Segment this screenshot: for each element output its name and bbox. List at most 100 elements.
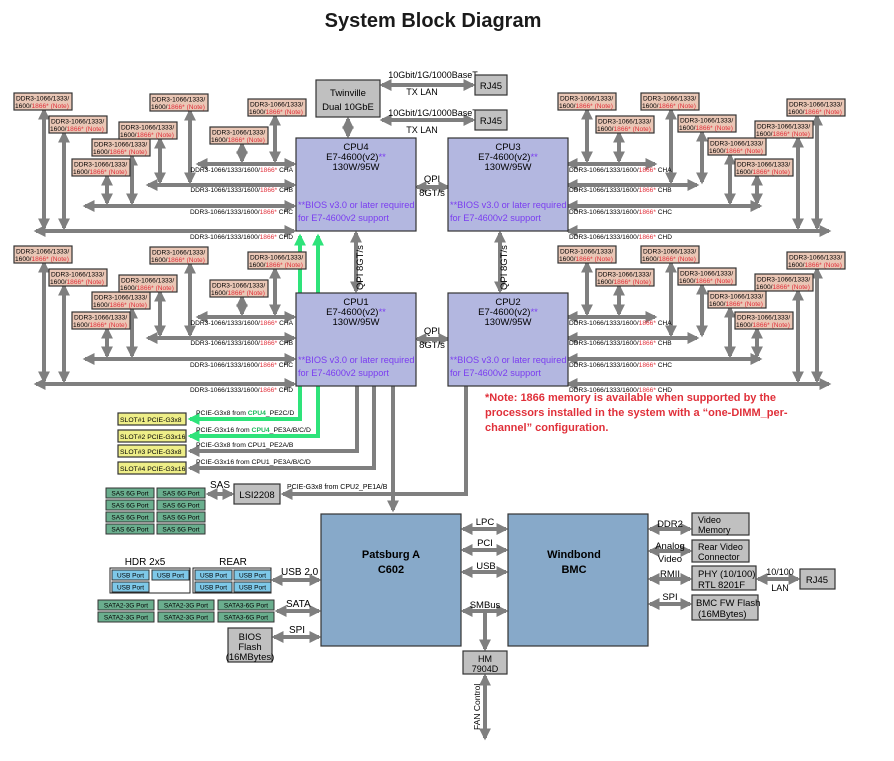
usb-rear-label: REAR <box>219 557 247 568</box>
ddr2-label: DDR2 <box>657 519 683 530</box>
svg-text:1600/1866* (Note): 1600/1866* (Note) <box>559 103 613 110</box>
pcie-link-slot4 <box>187 386 376 474</box>
svg-text:Video: Video <box>698 515 721 525</box>
svg-text:Memory: Memory <box>698 525 731 535</box>
dimm-slot: DDR3-1066/1333/1600/1866* (Note) <box>91 138 151 157</box>
svg-text:SLOT#3 PCIE-G3x8: SLOT#3 PCIE-G3x8 <box>120 449 182 456</box>
svg-text:SAS 6G Port: SAS 6G Port <box>111 503 148 510</box>
dimm-slot: DDR3-1066/1333/1600/1866* (Note) <box>118 121 178 140</box>
dimm-slot: DDR3-1066/1333/1600/1866* (Note) <box>149 246 209 265</box>
channel-label: DDR3-1066/1333/1600/1866* CHA <box>569 320 672 327</box>
svg-text:DDR3-1066/1333/: DDR3-1066/1333/ <box>121 125 174 132</box>
svg-text:**BIOS v3.0 or later required: **BIOS v3.0 or later required <box>450 355 566 365</box>
svg-text:USB Port: USB Port <box>239 585 266 592</box>
svg-text:1600/1866* (Note): 1600/1866* (Note) <box>73 169 127 176</box>
svg-text:for E7-4600v2 support: for E7-4600v2 support <box>298 213 389 223</box>
svg-text:1600/1866* (Note): 1600/1866* (Note) <box>151 257 205 264</box>
dimm-slot: DDR3-1066/1333/1600/1866* (Note) <box>734 311 794 330</box>
pch-block: Patsburg A C602 <box>320 513 462 647</box>
usb-bus-label: USB <box>476 561 496 572</box>
svg-text:C602: C602 <box>378 564 404 576</box>
page-title: System Block Diagram <box>325 10 542 32</box>
svg-text:1600/1866* (Note): 1600/1866* (Note) <box>679 278 733 285</box>
rear-video-connector-block: Rear Video Connector <box>691 539 750 563</box>
qpi-speed-bottom: 8GT/s <box>419 340 445 351</box>
sas-link-label: PCIE-G3x8 from CPU2_PE1A/B <box>287 484 388 491</box>
svg-text:DDR3-1066/1333/: DDR3-1066/1333/ <box>74 315 127 322</box>
svg-text:USB Port: USB Port <box>239 573 266 580</box>
svg-text:SAS 6G Port: SAS 6G Port <box>111 527 148 534</box>
sas-port: SAS 6G Port <box>156 499 206 511</box>
channel-label: DDR3-1066/1333/1600/1866* CHA <box>190 320 293 327</box>
bios-flash-block: BIOS Flash (16MBytes) <box>226 627 275 663</box>
svg-text:SLOT#1 PCIE-G3x8: SLOT#1 PCIE-G3x8 <box>120 417 182 424</box>
sata-port: SATA2-3G Port <box>157 611 215 623</box>
svg-text:CPU3: CPU3 <box>495 142 520 153</box>
usb-port: USB Port <box>233 581 272 593</box>
dimm-slot: DDR3-1066/1333/1600/1866* (Note) <box>640 92 700 111</box>
lan-10-100-label: 10/100 <box>766 567 794 577</box>
dimm-slot: DDR3-1066/1333/1600/1866* (Note) <box>557 245 617 264</box>
svg-text:130W/95W: 130W/95W <box>485 317 532 328</box>
pcie-slot-2: SLOT#2 PCIE-G3x16 <box>117 429 187 443</box>
dimm-slot: DDR3-1066/1333/1600/1866* (Note) <box>48 268 108 287</box>
svg-text:RJ45: RJ45 <box>480 81 502 92</box>
pcie-link-slot1 <box>187 386 302 425</box>
dimm-slot: DDR3-1066/1333/1600/1866* (Note) <box>786 251 846 270</box>
sas-port: SAS 6G Port <box>105 523 155 535</box>
svg-text:DDR3-1066/1333/: DDR3-1066/1333/ <box>212 130 265 137</box>
svg-text:DDR3-1066/1333/: DDR3-1066/1333/ <box>680 271 733 278</box>
qpi-vertical-right: QPI 8GT/s <box>499 245 510 290</box>
svg-text:DDR3-1066/1333/: DDR3-1066/1333/ <box>51 272 104 279</box>
sas-port: SAS 6G Port <box>156 511 206 523</box>
svg-text:DDR3-1066/1333/: DDR3-1066/1333/ <box>152 97 205 104</box>
svg-text:Patsburg A: Patsburg A <box>362 549 420 561</box>
svg-text:1600/1866* (Note): 1600/1866* (Note) <box>73 322 127 329</box>
svg-text:1600/1866* (Note): 1600/1866* (Note) <box>120 132 174 139</box>
channel-label: DDR3-1066/1333/1600/1866* CHA <box>190 167 293 174</box>
dimm-slot: DDR3-1066/1333/1600/1866* (Note) <box>247 98 307 117</box>
pcie-slot-4: SLOT#4 PCIE-G3x16 <box>117 461 187 475</box>
svg-text:(16MBytes): (16MBytes) <box>226 652 275 663</box>
svg-text:PHY (10/100): PHY (10/100) <box>698 569 755 580</box>
svg-text:Rear Video: Rear Video <box>698 542 743 552</box>
pci-label: PCI <box>477 538 493 549</box>
channel-label: DDR3-1066/1333/1600/1866* CHC <box>569 209 672 216</box>
svg-text:SATA2-3G Port: SATA2-3G Port <box>104 615 148 622</box>
slot-link-label: PCIE-G3x16 from CPU4_PE3A/B/C/D <box>196 427 311 434</box>
svg-text:1600/1866* (Note): 1600/1866* (Note) <box>249 262 303 269</box>
svg-text:E7-4600(v2)**: E7-4600(v2)** <box>478 152 538 163</box>
sata-port: SATA3-6G Port <box>217 611 275 623</box>
svg-text:DDR3-1066/1333/: DDR3-1066/1333/ <box>789 255 842 262</box>
lan-link-label-1: 10Gbit/1G/1000BaseT <box>388 70 478 80</box>
dimm-slot: DDR3-1066/1333/1600/1866* (Note) <box>71 158 131 177</box>
svg-text:RJ45: RJ45 <box>806 575 828 586</box>
channel-labels: DDR3-1066/1333/1600/1866* CHA DDR3-1066/1… <box>190 167 672 394</box>
svg-text:SLOT#4 PCIE-G3x16: SLOT#4 PCIE-G3x16 <box>120 466 186 473</box>
svg-text:1600/1866* (Note): 1600/1866* (Note) <box>120 285 174 292</box>
svg-text:1600/1866* (Note): 1600/1866* (Note) <box>50 279 104 286</box>
sas-port: SAS 6G Port <box>156 523 206 535</box>
svg-text:BMC: BMC <box>561 564 586 576</box>
channel-label: DDR3-1066/1333/1600/1866* CHB <box>190 187 293 194</box>
sata-port: SATA3-6G Port <box>217 599 275 611</box>
svg-text:DDR3-1066/1333/: DDR3-1066/1333/ <box>643 249 696 256</box>
svg-text:DDR3-1066/1333/: DDR3-1066/1333/ <box>737 315 790 322</box>
hm7904d-block: HM 7904D <box>462 650 508 675</box>
svg-text:USB Port: USB Port <box>200 585 227 592</box>
usb-port: USB Port <box>111 569 150 581</box>
svg-text:DDR3-1066/1333/: DDR3-1066/1333/ <box>560 249 613 256</box>
svg-text:1600/1866* (Note): 1600/1866* (Note) <box>151 104 205 111</box>
channel-label: DDR3-1066/1333/1600/1866* CHB <box>569 187 672 194</box>
memory-note: *Note: 1866 memory is available when sup… <box>485 392 788 434</box>
svg-text:CPU1: CPU1 <box>343 297 368 308</box>
pcie-slot-1: SLOT#1 PCIE-G3x8 <box>117 412 187 426</box>
svg-text:E7-4600(v2)**: E7-4600(v2)** <box>326 307 386 318</box>
qpi-vertical-left: QPI 8GT/s <box>355 245 366 290</box>
svg-text:USB Port: USB Port <box>117 585 144 592</box>
usb-port: USB Port <box>233 569 272 581</box>
svg-text:SAS 6G Port: SAS 6G Port <box>162 491 199 498</box>
